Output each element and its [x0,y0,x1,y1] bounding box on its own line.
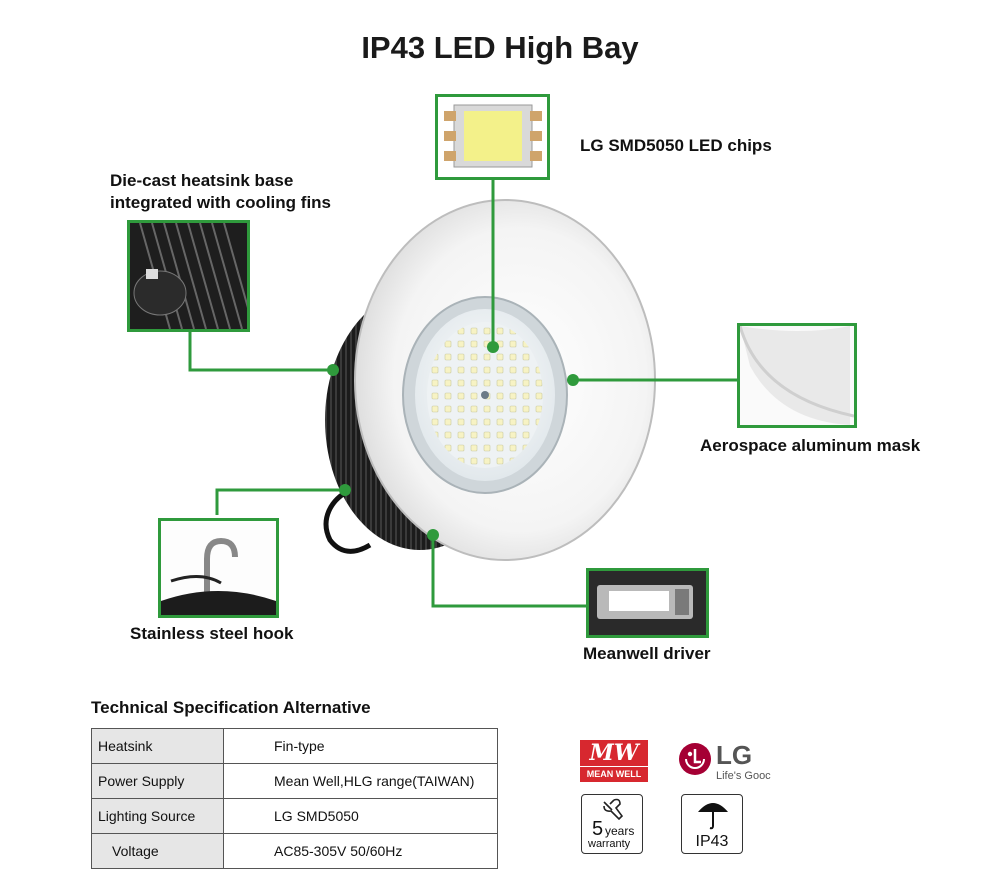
warranty-badge: 5 years warranty [581,794,643,854]
spec-value: AC85-305V 50/60Hz [223,833,498,869]
lg-logo: LG Life's Gooc [678,740,788,785]
lg-face-icon [679,743,711,775]
callout-driver: Meanwell driver [583,644,711,663]
spec-value: Mean Well,HLG range(TAIWAN) [223,763,498,799]
spec-key: Voltage [91,833,224,869]
callout-hook: Stainless steel hook [130,624,294,643]
led-chip-photo [435,94,550,180]
meanwell-logo: MW MEAN WELL [580,740,648,782]
high-bay-illustration [188,180,738,608]
callout-heatsink: Die-cast heatsink base integrated with c… [110,171,331,212]
wrench-icon [603,798,624,820]
heatsink-photo [127,220,250,332]
page-title: IP43 LED High Bay [361,30,639,65]
hook-photo [158,518,279,618]
callout-led-chips: LG SMD5050 LED chips [580,136,772,155]
spec-title: Technical Specification Alternative [91,698,371,717]
spec-key: Heatsink [91,728,224,764]
callout-mask: Aerospace aluminum mask [700,436,921,455]
table-row: Power Supply Mean Well,HLG range(TAIWAN) [91,763,498,799]
ip-rating-badge: IP43 [681,794,743,854]
spec-value: LG SMD5050 [223,798,498,834]
spec-table: Heatsink Fin-type Power Supply Mean Well… [91,728,498,869]
spec-key: Power Supply [91,763,224,799]
table-row: Lighting Source LG SMD5050 [91,798,498,834]
spec-value: Fin-type [223,728,498,764]
table-row: Voltage AC85-305V 50/60Hz [91,833,498,869]
driver-photo [586,568,709,638]
spec-key: Lighting Source [91,798,224,834]
table-row: Heatsink Fin-type [91,728,498,764]
aluminum-mask-photo [737,323,857,428]
umbrella-icon [698,803,728,830]
